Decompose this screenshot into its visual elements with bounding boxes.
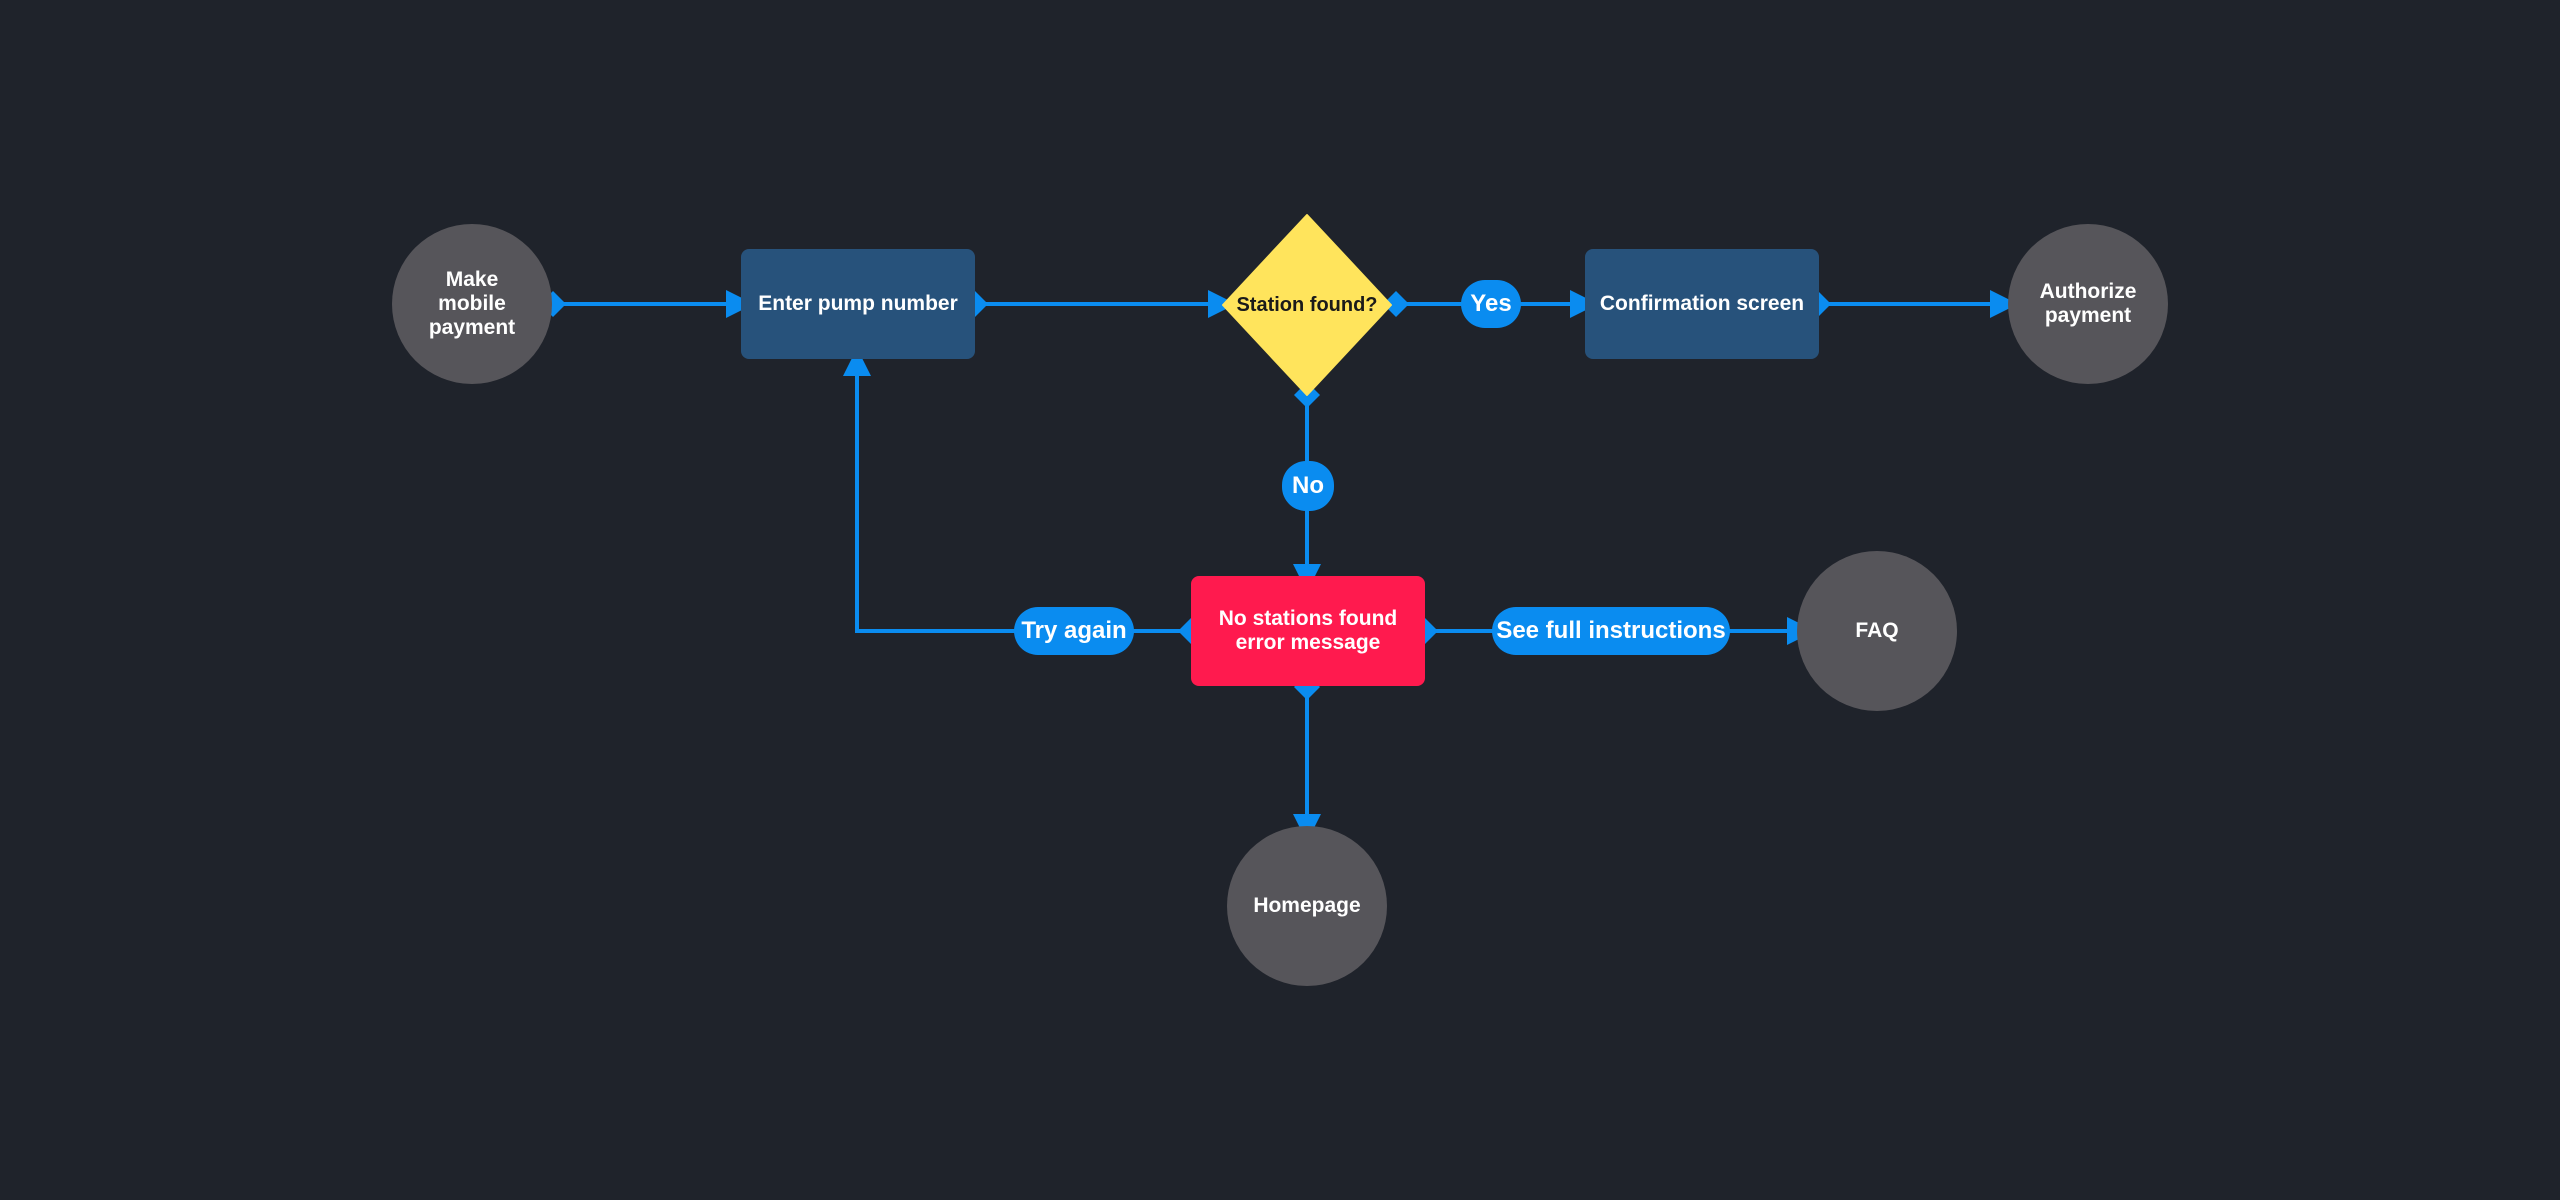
node-confirmation-label: Confirmation screen (1599, 292, 1805, 315)
node-start-make-mobile-payment[interactable]: Make mobile payment (392, 224, 552, 384)
node-homepage[interactable]: Homepage (1227, 826, 1387, 986)
node-faq[interactable]: FAQ (1797, 551, 1957, 711)
edge-label-yes: Yes (1461, 280, 1521, 328)
node-error-label: No stations found error message (1218, 607, 1398, 654)
arrowhead-confirmation (1570, 290, 1598, 318)
decision-diamond-shape (1222, 214, 1392, 396)
node-error-message[interactable]: No stations found error message (1191, 576, 1425, 686)
edge-label-no: No (1282, 461, 1334, 511)
connector-port-decision-right (1383, 291, 1409, 317)
arrowhead-decision (1208, 290, 1236, 318)
node-homepage-label: Homepage (1253, 894, 1361, 917)
node-confirmation-screen[interactable]: Confirmation screen (1585, 249, 1819, 359)
node-faq-label: FAQ (1855, 619, 1899, 642)
node-decision-label: Station found? (1236, 293, 1378, 316)
edge-error-to-enter-pump (855, 362, 1191, 633)
node-decision-station-found[interactable]: Station found? (1221, 213, 1393, 397)
edge-label-try-again: Try again (1014, 607, 1134, 655)
node-start-label: Make mobile payment (428, 268, 516, 339)
node-enter-pump-label: Enter pump number (758, 292, 958, 315)
arrowhead-enter-pump-bottom (843, 348, 871, 376)
edge-label-see-full-instructions: See full instructions (1492, 607, 1730, 655)
node-authorize-label: Authorize payment (2039, 280, 2137, 327)
arrowhead-authorize (1990, 290, 2018, 318)
node-authorize-payment[interactable]: Authorize payment (2008, 224, 2168, 384)
node-enter-pump-number[interactable]: Enter pump number (741, 249, 975, 359)
arrowhead-enter-pump (726, 290, 754, 318)
